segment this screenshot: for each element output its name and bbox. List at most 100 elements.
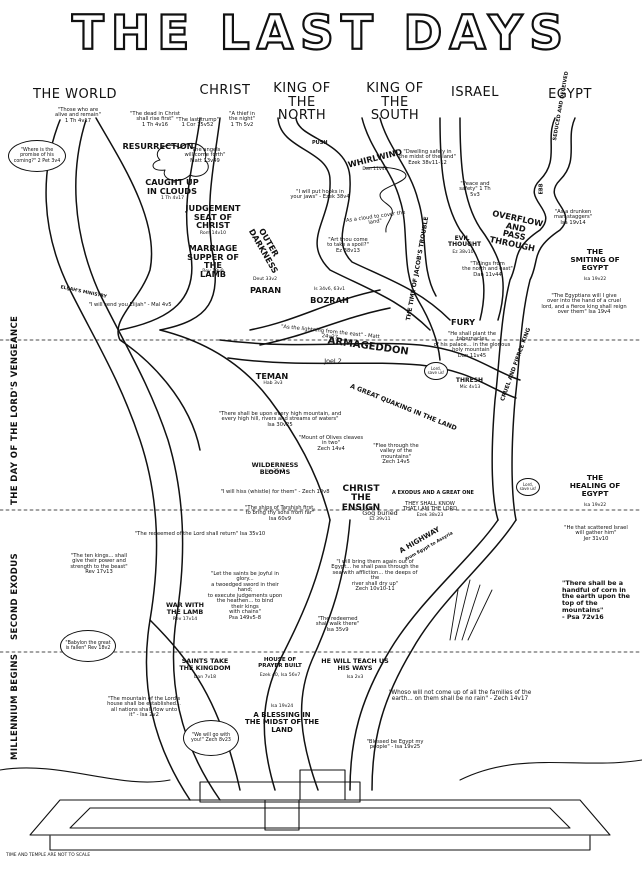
label-house: HOUSE OF PRAYER BUILT (258, 657, 302, 669)
label-ensign: CHRIST THE ENSIGN (341, 484, 381, 513)
world-road (45, 117, 221, 801)
ref-whirlwind: Dan 11v40 (362, 167, 388, 172)
armageddon-band (219, 289, 521, 399)
quote-hooks: "I will put hooks in your jaws" - Ezek 3… (290, 189, 350, 201)
label-paran: PARAN (250, 285, 282, 295)
quote-go-with: "We will go with you!" Zech 8v23 (183, 720, 239, 756)
header-christ: CHRIST (199, 83, 251, 98)
period-second-exodus: SECOND EXODUS (10, 552, 20, 640)
egypt-road (491, 117, 576, 521)
period-divider-lines (0, 339, 642, 653)
ref-healing: Isa 19v22 (583, 503, 607, 508)
label-push: PUSH (312, 140, 328, 146)
quote-spoil: "Art thou come to take a spoil?" Ez 38v1… (327, 237, 369, 254)
label-resurrection: RESURRECTION (122, 141, 194, 151)
quote-high-mountain: "There shall be upon every high mountain… (218, 411, 342, 428)
period-vengeance: THE DAY OF THE LORD'S VENGEANCE (10, 315, 20, 505)
label-exodus-road: A EXODUS AND A GREAT ONE (392, 490, 474, 496)
quote-mountain-house: "The mountain of the Lord's house shall … (107, 696, 181, 719)
quote-dwelling: "Dwelling safely in the midst of the lan… (399, 149, 456, 166)
label-saints: SAINTS TAKE THE KINGDOM (179, 657, 231, 672)
quote-flee: "Flee through the valley of the mountain… (373, 443, 419, 466)
ref-bozrah: Is 34v6, 63v1 (313, 287, 346, 292)
label-bozrah: BOZRAH (310, 295, 349, 305)
page-title: THE LAST DAYS (71, 5, 571, 62)
label-teman: TEMAN (255, 371, 289, 381)
ref-ensign: Isa 11v12 (351, 507, 374, 512)
label-joel: Joel 2 (324, 357, 342, 365)
label-gog: Gog buried (362, 509, 398, 517)
millennium-roads (149, 519, 517, 791)
wheat-drawing (449, 579, 493, 641)
quote-dead-rise: "The dead in Christ shall rise first" 1 … (130, 111, 180, 128)
period-millennium: MILLENNIUM BEGINS (10, 653, 20, 760)
ref-judgement: Rom 14v10 (199, 231, 227, 236)
quote-drunken: "As a drunken man staggers" Isa 19v14 (553, 209, 593, 226)
quote-tarshish: "The ships of Tarshish first, to bring t… (245, 505, 315, 522)
quote-ten-kings: "The ten kings... shall give their power… (70, 553, 128, 576)
header-israel: ISRAEL (451, 85, 499, 100)
label-healing: THE HEALING OF EGYPT (569, 473, 621, 498)
quote-angels: "The angels will come forth" Matt 13v49 (184, 147, 226, 164)
ref-teman: Hab 3v3 (263, 381, 283, 386)
quote-whoso: "Whoso will not come up of all the famil… (388, 690, 532, 703)
ref-gog: Ez 39v11 (369, 517, 391, 522)
ref-teach: Isa 2v3 (346, 675, 364, 680)
ref-war-lamb: Rev 17v14 (172, 617, 198, 622)
label-judgement: JUDGEMENT SEAT OF CHRIST (185, 203, 241, 231)
label-fury: FURY (450, 317, 476, 327)
ref-know-lord: Ezek 38v23 (416, 513, 444, 518)
quote-egyptians: "The Egyptians will I give over into the… (541, 293, 627, 316)
label-thresh: THRESH (455, 377, 484, 384)
label-smiting: THE SMITING OF EGYPT (570, 247, 620, 272)
label-blessing: A BLESSING IN THE MIDST OF THE LAND (244, 711, 320, 734)
header-egypt: EGYPT (548, 87, 592, 102)
quote-thief: "A thief in the night" 1 Th 5v2 (229, 111, 255, 128)
label-war-lamb: WAR WITH THE LAMB (166, 601, 204, 616)
footer-note: TIME AND TEMPLE ARE NOT TO SCALE (6, 853, 91, 858)
header-king-north: KING OF THE NORTH (273, 81, 331, 124)
ref-wilderness: Isa 35v1 (265, 469, 285, 474)
ref-blessing: Isa 19v24 (270, 704, 294, 709)
south-road (361, 117, 441, 361)
ref-caught-up: 1 Th 4v17 (160, 196, 185, 201)
quote-redeemed-walk: "The redeemed shall walk there" Isa 35v9 (315, 616, 360, 633)
quote-lord-save-2: Lord, save us! (516, 478, 540, 496)
ref-house: Ezek 40, Isa 56v7 (259, 673, 301, 678)
israel-road (439, 117, 504, 321)
cloud-drawing (152, 142, 209, 181)
quote-last-trump: "The last trump" 1 Cor 15v52 (176, 117, 219, 129)
quote-hiss: "I will hiss (whistle) for them" - Zech … (220, 489, 330, 495)
label-ebb-1: EBB (538, 183, 545, 195)
ref-paran: Deut 33v2 (252, 277, 278, 282)
label-teach: HE WILL TEACH US HIS WAYS (321, 657, 389, 672)
ref-smiting: Isa 19v22 (583, 277, 607, 282)
quote-redeemed-return: "The redeemed of the Lord shall return" … (134, 531, 266, 537)
label-caught-up: CAUGHT UP IN CLOUDS (145, 177, 199, 196)
quote-babylon: "Babylon the great is fallen" Rev 18v2 (60, 630, 116, 662)
quote-promise: "Where is the promise of his coming?" 2 … (8, 140, 66, 172)
quote-alive-remain: "Those who are alive and remain" 1 Th 4v… (55, 107, 101, 124)
label-marriage: MARRIAGE SUPPER OF THE LAMB (187, 243, 239, 279)
label-know-lord: THEY SHALL KNOW THAT I AM THE LORD (402, 501, 458, 513)
ref-evil-thought: Ez 38v10 (452, 250, 474, 255)
quote-saints-joyful: "Let the saints be joyful in glory... a … (207, 571, 283, 621)
quote-tabernacles: "He shall plant the tabernacles of his p… (433, 331, 511, 359)
whirlwind-drawing (364, 166, 407, 233)
temple (0, 759, 642, 851)
quote-olives: "Mount of Olives cleaves in two" Zech 14… (298, 435, 364, 452)
quote-blessed-egypt: "Blessed be Egypt my people" - Isa 19v25 (366, 739, 424, 751)
quote-lord-save: Lord, save us! (424, 362, 448, 380)
quote-bring-again: "I will bring them again out of Egypt...… (331, 559, 419, 593)
header-world: THE WORLD (33, 87, 117, 102)
quote-tidings: "Tidings from the north and east" Dan 11… (462, 261, 513, 278)
quote-elijah: "I will send you Elijah" - Mal 4v5 (88, 302, 172, 308)
quote-handful: "There shall be a handful of corn in the… (562, 579, 631, 621)
ref-marriage: Rev 19v9 (202, 269, 224, 274)
header-king-south: KING OF THE SOUTH (366, 81, 424, 124)
north-road (277, 117, 451, 331)
label-wilderness: WILDERNESS BLOOMS (251, 461, 299, 476)
christ-road (119, 117, 331, 521)
